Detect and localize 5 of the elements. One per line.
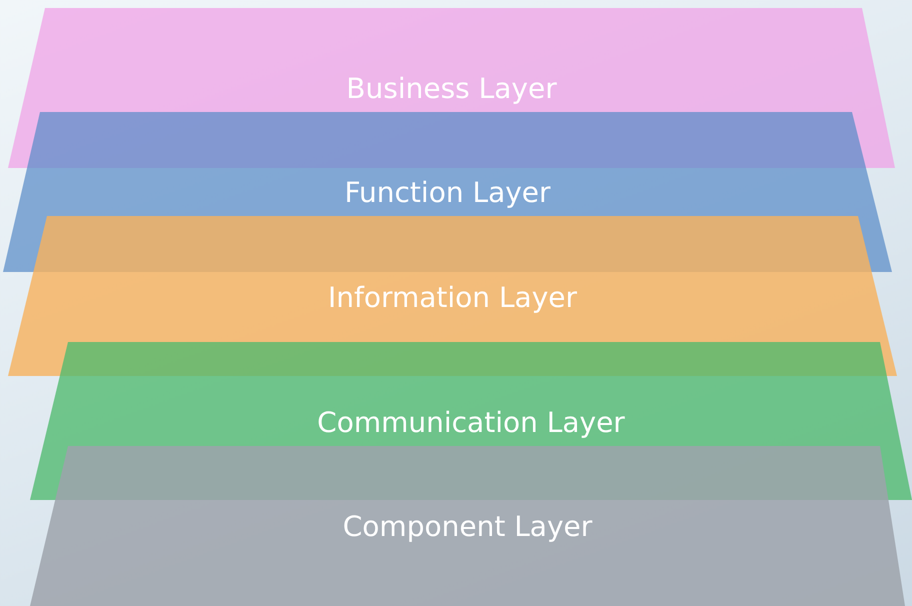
layer-label: Information Layer <box>328 281 578 314</box>
layer-label: Component Layer <box>342 510 592 543</box>
layer-label: Communication Layer <box>317 406 625 439</box>
layer-label: Business Layer <box>346 72 557 105</box>
layer-label: Function Layer <box>344 176 551 209</box>
